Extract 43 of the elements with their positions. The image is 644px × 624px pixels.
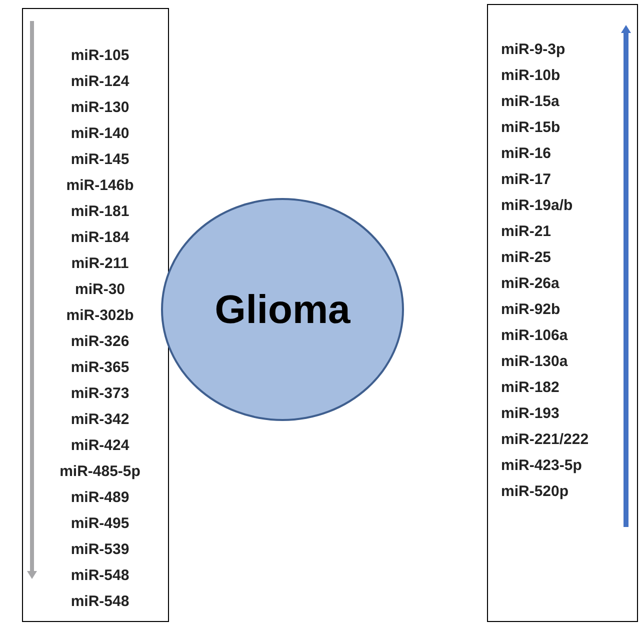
mirna-label: miR-520p bbox=[501, 482, 569, 502]
mirna-label: miR-548 bbox=[70, 592, 130, 612]
mirna-label: miR-124 bbox=[70, 72, 130, 92]
mirna-label: miR-146b bbox=[66, 176, 134, 196]
list-box bbox=[22, 8, 169, 622]
mirna-label: miR-140 bbox=[70, 124, 130, 144]
mirna-label: miR-92b bbox=[501, 300, 560, 320]
node-title: Glioma bbox=[214, 286, 350, 334]
mirna-label: miR-130a bbox=[501, 352, 568, 372]
mirna-label: miR-10b bbox=[501, 66, 560, 86]
mirna-label: miR-221/222 bbox=[501, 430, 589, 450]
mirna-label: miR-365 bbox=[70, 358, 130, 378]
mirna-label: miR-130 bbox=[70, 98, 130, 118]
mirna-label: miR-15b bbox=[501, 118, 560, 138]
mirna-label: miR-211 bbox=[71, 254, 129, 274]
mirna-label: miR-495 bbox=[70, 514, 130, 534]
list-box bbox=[487, 4, 638, 622]
mirna-label: miR-424 bbox=[70, 436, 130, 456]
mirna-label: miR-373 bbox=[70, 384, 130, 404]
mirna-label: miR-548 bbox=[70, 566, 130, 586]
mirna-label: miR-106a bbox=[501, 326, 568, 346]
mirna-label: miR-9-3p bbox=[501, 40, 566, 60]
mirna-label: miR-342 bbox=[70, 410, 130, 430]
mirna-label: miR-16 bbox=[501, 144, 552, 164]
mirna-label: miR-184 bbox=[70, 228, 130, 248]
mirna-label: miR-26a bbox=[501, 274, 560, 294]
mirna-label: miR-326 bbox=[70, 332, 130, 352]
mirna-label: miR-30 bbox=[74, 280, 126, 300]
mirna-label: miR-423-5p bbox=[501, 456, 582, 476]
mirna-label: miR-539 bbox=[70, 540, 130, 560]
mirna-label: miR-182 bbox=[501, 378, 560, 398]
mirna-label: miR-181 bbox=[70, 202, 130, 222]
mirna-label: miR-302b bbox=[66, 306, 134, 326]
mirna-label: miR-105 bbox=[70, 46, 130, 66]
mirna-label: miR-19a/b bbox=[501, 196, 573, 216]
mirna-label: miR-485-5p bbox=[60, 462, 140, 482]
mirna-label: miR-25 bbox=[501, 248, 552, 268]
mirna-label: miR-489 bbox=[70, 488, 130, 508]
mirna-label: miR-145 bbox=[70, 150, 130, 170]
mirna-label: miR-17 bbox=[501, 170, 552, 190]
mirna-label: miR-15a bbox=[501, 92, 560, 112]
mirna-label: miR-193 bbox=[501, 404, 560, 424]
mirna-label: miR-21 bbox=[501, 222, 552, 242]
